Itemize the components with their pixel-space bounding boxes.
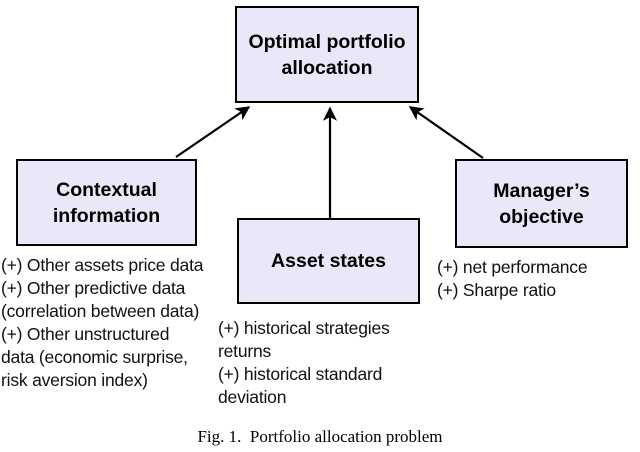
note-line: (correlation between data) — [1, 301, 200, 321]
box-contextual-label-line1: Contextual — [56, 178, 157, 201]
box-managers-objective: Manager’s objective — [455, 159, 628, 248]
box-asset-label-line1: Asset states — [271, 250, 386, 272]
arrow-contextual-to-optimal — [175, 106, 251, 158]
box-manager-label-line2: objective — [499, 205, 584, 228]
note-line: (+) Sharpe ratio — [437, 280, 556, 300]
note-line: data (economic surprise, — [1, 347, 188, 367]
box-manager-label: Manager’s objective — [493, 178, 589, 230]
note-line: deviation — [218, 387, 287, 407]
note-line: (+) historical standard — [218, 364, 383, 384]
note-line: (+) net performance — [437, 257, 588, 277]
box-optimal-label: Optimal portfolio allocation — [248, 29, 405, 81]
note-managers-objective: (+) net performance (+) Sharpe ratio — [437, 256, 640, 302]
box-asset-states: Asset states — [237, 218, 420, 304]
note-asset-states: (+) historical strategies returns (+) hi… — [218, 317, 436, 409]
box-optimal-label-line1: Optimal portfolio — [248, 30, 406, 53]
box-manager-label-line1: Manager’s — [493, 179, 590, 202]
note-line: (+) historical strategies — [218, 318, 390, 338]
box-contextual-information: Contextual information — [16, 159, 197, 246]
box-optimal-label-line2: allocation — [281, 56, 373, 79]
box-asset-label: Asset states — [271, 248, 386, 274]
note-line: (+) Other assets price data — [1, 255, 204, 275]
figure-caption: Fig. 1. Portfolio allocation problem — [197, 427, 443, 446]
box-optimal-portfolio-allocation: Optimal portfolio allocation — [235, 6, 419, 103]
note-contextual-information: (+) Other assets price data (+) Other pr… — [1, 254, 233, 392]
note-line: (+) Other unstructured — [1, 324, 170, 344]
note-line: (+) Other predictive data — [1, 278, 186, 298]
note-line: risk aversion index) — [1, 370, 148, 390]
box-contextual-label-line2: information — [52, 204, 161, 227]
arrow-manager-to-optimal — [408, 106, 484, 159]
note-line: returns — [218, 341, 272, 361]
box-contextual-label: Contextual information — [53, 177, 160, 229]
